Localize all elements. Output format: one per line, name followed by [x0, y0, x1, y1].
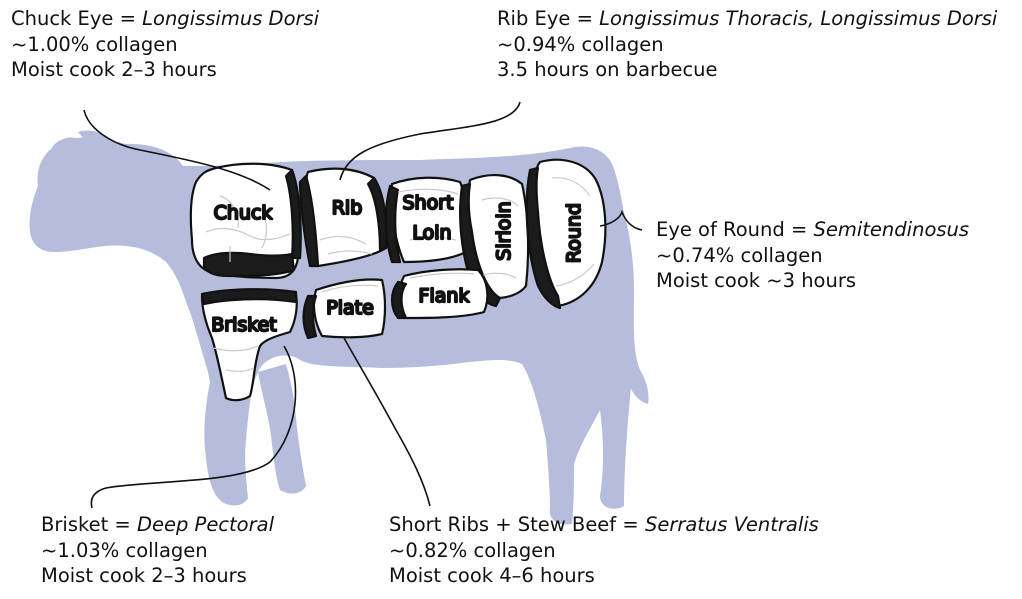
cut-label-short-loin-2: Loin — [412, 222, 451, 244]
callout-eye-of-round-collagen: ~0.74% collagen — [656, 243, 969, 269]
cut-label-sirloin: Sirloin — [493, 201, 515, 260]
callout-chuck-eye-collagen: ~1.00% collagen — [11, 32, 319, 58]
callout-chuck-eye-title: Chuck Eye = Longissimus Dorsi — [11, 6, 319, 32]
cut-label-round: Round — [563, 203, 585, 263]
callout-short-ribs-collagen: ~0.82% collagen — [389, 538, 819, 564]
cut-label-chuck: Chuck — [214, 202, 273, 224]
cut-rib[interactable]: Rib — [300, 169, 387, 266]
callout-brisket-cook: Moist cook 2–3 hours — [41, 563, 274, 589]
callout-brisket-title: Brisket = Deep Pectoral — [41, 512, 274, 538]
callout-rib-eye: Rib Eye = Longissimus Thoracis, Longissi… — [497, 6, 997, 83]
callout-short-ribs-cook: Moist cook 4–6 hours — [389, 563, 819, 589]
callout-rib-eye-title: Rib Eye = Longissimus Thoracis, Longissi… — [497, 6, 997, 32]
front-leg-right — [258, 364, 306, 493]
cut-label-flank: Flank — [419, 285, 470, 307]
callout-eye-of-round-title: Eye of Round = Semitendinosus — [656, 217, 969, 243]
callout-brisket-collagen: ~1.03% collagen — [41, 538, 274, 564]
callout-brisket: Brisket = Deep Pectoral ~1.03% collagen … — [41, 512, 274, 589]
callout-short-ribs-title: Short Ribs + Stew Beef = Serratus Ventra… — [389, 512, 819, 538]
short-loin-shape — [390, 178, 468, 262]
cut-label-brisket: Brisket — [211, 314, 277, 336]
callout-chuck-eye-cook: Moist cook 2–3 hours — [11, 57, 319, 83]
callout-short-ribs: Short Ribs + Stew Beef = Serratus Ventra… — [389, 512, 819, 589]
callout-rib-eye-cook: 3.5 hours on barbecue — [497, 57, 997, 83]
cut-flank[interactable]: Flank — [392, 269, 487, 318]
cut-label-short-loin-1: Short — [403, 192, 454, 214]
callout-eye-of-round-cook: Moist cook ~3 hours — [656, 268, 969, 294]
cut-chuck[interactable]: Chuck — [191, 164, 301, 278]
cut-short-loin[interactable]: Short Loin — [386, 178, 468, 262]
cut-label-plate: Plate — [326, 297, 374, 319]
callout-eye-of-round: Eye of Round = Semitendinosus ~0.74% col… — [656, 217, 969, 294]
callout-chuck-eye: Chuck Eye = Longissimus Dorsi ~1.00% col… — [11, 6, 319, 83]
chuck-meat-section — [204, 253, 294, 276]
callout-rib-eye-collagen: ~0.94% collagen — [497, 32, 997, 58]
cut-label-rib: Rib — [332, 197, 363, 219]
